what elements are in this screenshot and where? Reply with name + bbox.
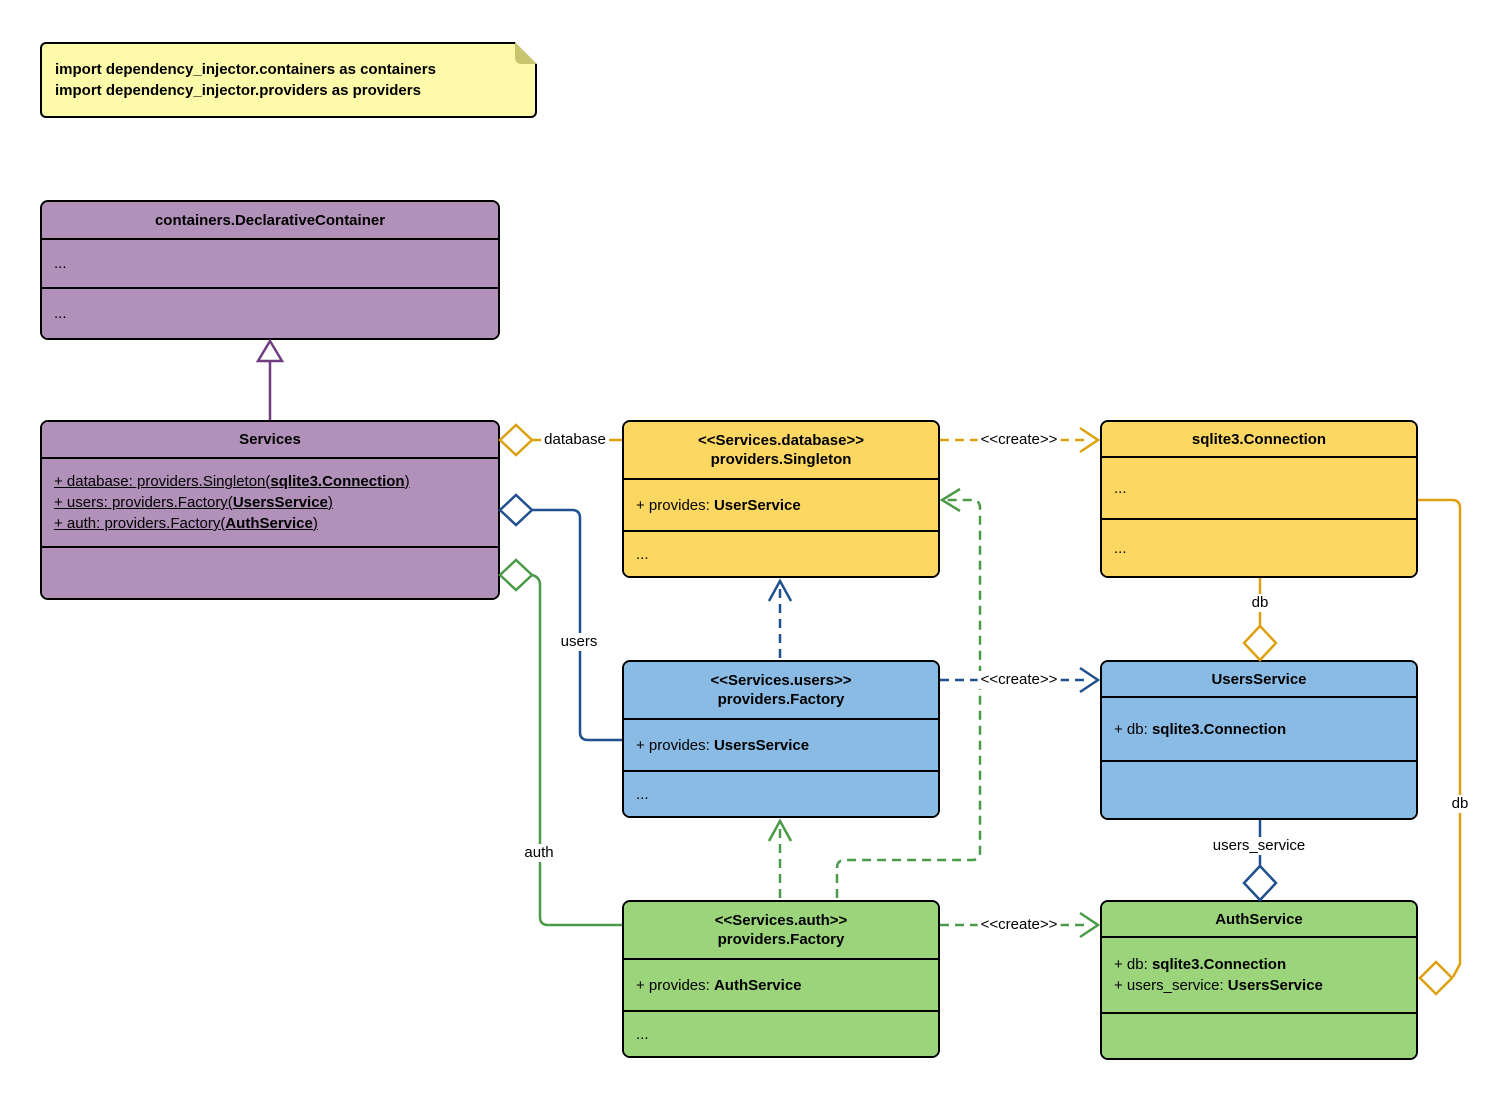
class-stereotype: <<Services.database>>: [698, 432, 864, 449]
class-section-methods: [42, 546, 498, 598]
edge-label-auth: auth: [521, 844, 557, 862]
class-box-auth-service: AuthService + db: sqlite3.Connection + u…: [1100, 900, 1418, 1060]
class-box-services: Services + database: providers.Singleton…: [40, 420, 500, 600]
edge-label-create-database: <<create>>: [977, 431, 1061, 449]
attribute-line: + provides: AuthService: [636, 976, 802, 994]
edge-inheritance-services: [255, 338, 285, 420]
edge-dependency-usersfactory-singleton: [767, 578, 793, 658]
edge-label-database: database: [541, 431, 609, 449]
class-section-attributes: ...: [1102, 456, 1416, 518]
class-title: <<Services.users>> providers.Factory: [624, 662, 938, 718]
attribute-line: + provides: UsersService: [636, 736, 810, 754]
class-box-sqlite3-connection: sqlite3.Connection ... ...: [1100, 420, 1418, 578]
edge-dependency-authfactory-usersfactory: [767, 818, 793, 898]
edge-label-users-service: users_service: [1209, 837, 1309, 855]
edge-aggregation-users-service: [1242, 820, 1278, 902]
class-section-methods: ...: [624, 770, 938, 816]
edge-aggregation-db-usersservice: [1242, 578, 1278, 662]
class-title: containers.DeclarativeContainer: [42, 202, 498, 238]
class-title: sqlite3.Connection: [1102, 422, 1416, 456]
class-title: Services: [42, 422, 498, 457]
class-section-methods: ...: [1102, 518, 1416, 576]
note-line: import dependency_injector.containers as…: [55, 61, 436, 78]
edge-aggregation-db-authservice: [1418, 498, 1462, 996]
class-name: providers.Factory: [717, 931, 845, 948]
note: import dependency_injector.containers as…: [40, 42, 537, 118]
attribute-line: + db: sqlite3.Connection: [1114, 720, 1287, 738]
note-line: import dependency_injector.providers as …: [55, 82, 421, 99]
class-title: <<Services.database>> providers.Singleto…: [624, 422, 938, 478]
class-section-attributes: + provides: AuthService: [624, 958, 938, 1010]
attribute-line: + users: providers.Factory(UsersService): [54, 494, 333, 511]
class-section-attributes: + database: providers.Singleton(sqlite3.…: [42, 457, 498, 546]
class-section-methods: ...: [624, 1010, 938, 1056]
edge-label-create-users: <<create>>: [977, 671, 1061, 689]
class-section-attributes: + provides: UsersService: [624, 718, 938, 770]
attribute-line: + auth: providers.Factory(AuthService): [54, 515, 318, 532]
class-section-methods: [1102, 1012, 1416, 1058]
attribute-line: + provides: UserService: [636, 496, 801, 514]
class-section-attributes: + db: sqlite3.Connection + users_service…: [1102, 936, 1416, 1012]
class-box-providers-singleton: <<Services.database>> providers.Singleto…: [622, 420, 940, 578]
edge-label-users: users: [557, 633, 601, 651]
attribute-line: + database: providers.Singleton(sqlite3.…: [54, 473, 410, 490]
class-stereotype: <<Services.users>>: [710, 672, 852, 689]
edge-aggregation-users: [498, 493, 622, 742]
class-box-declarative-container: containers.DeclarativeContainer ... ...: [40, 200, 500, 340]
class-title: AuthService: [1102, 902, 1416, 936]
class-section-attributes: ...: [42, 238, 498, 287]
class-section-methods: [1102, 760, 1416, 818]
class-box-users-service: UsersService + db: sqlite3.Connection: [1100, 660, 1418, 820]
edge-label-create-auth: <<create>>: [977, 916, 1061, 934]
class-box-providers-factory-users: <<Services.users>> providers.Factory + p…: [622, 660, 940, 818]
class-section-attributes: + provides: UserService: [624, 478, 938, 530]
edge-label-db-right: db: [1448, 795, 1472, 813]
class-name: providers.Singleton: [710, 451, 852, 468]
attribute-line: + users_service: UsersService: [1114, 977, 1323, 994]
class-section-methods: ...: [624, 530, 938, 576]
edge-aggregation-auth: [498, 558, 622, 927]
edge-label-db: db: [1248, 594, 1272, 612]
class-box-providers-factory-auth: <<Services.auth>> providers.Factory + pr…: [622, 900, 940, 1058]
class-section-attributes: + db: sqlite3.Connection: [1102, 696, 1416, 760]
class-section-methods: ...: [42, 287, 498, 338]
class-title: UsersService: [1102, 662, 1416, 696]
class-title: <<Services.auth>> providers.Factory: [624, 902, 938, 958]
class-name: providers.Factory: [717, 691, 845, 708]
attribute-line: + db: sqlite3.Connection: [1114, 956, 1287, 973]
class-stereotype: <<Services.auth>>: [714, 912, 848, 929]
